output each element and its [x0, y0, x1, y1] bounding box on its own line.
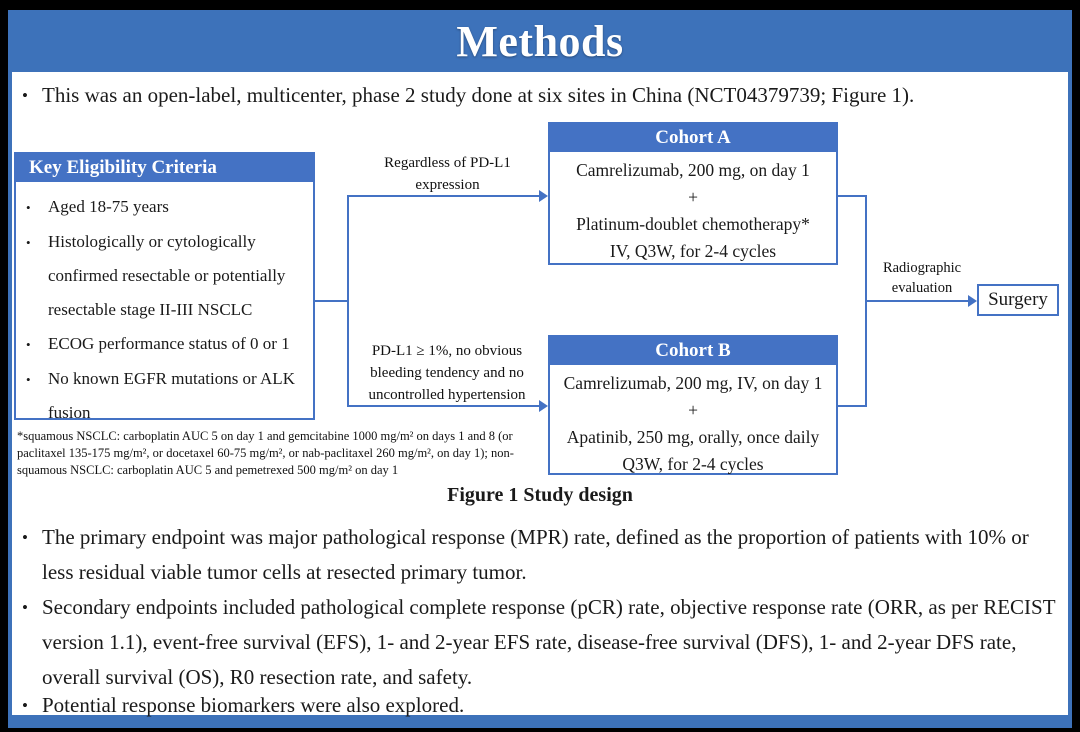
slide-border-right [1068, 72, 1072, 728]
cohort-a-body: Camrelizumab, 200 mg, on day 1 + Platinu… [550, 152, 836, 265]
eligibility-box: Key Eligibility Criteria • Aged 18-75 ye… [14, 152, 315, 422]
list-item: • Histologically or cytologically confir… [26, 225, 309, 327]
surgery-label: Surgery [988, 289, 1048, 310]
bullet-marker: • [22, 696, 28, 715]
connector-branch-vertical [347, 195, 349, 407]
bullet-marker: • [22, 528, 28, 547]
secondary-endpoints-text: Secondary endpoints included pathologica… [42, 595, 1056, 689]
connector-to-surgery [865, 300, 969, 302]
connector-to-cohort-b [347, 405, 540, 407]
connector-to-cohort-a [347, 195, 540, 197]
list-item: • Aged 18-75 years [26, 190, 309, 225]
slide-border-bottom [8, 715, 1072, 728]
bullet-marker: • [22, 598, 28, 617]
slide-border-left [8, 72, 12, 728]
eligibility-item-text: No known EGFR mutations or ALK fusion [48, 369, 295, 422]
cohort-a-header: Cohort A [550, 124, 836, 152]
radiographic-evaluation-label: Radiographic evaluation [882, 260, 962, 296]
figure-caption: Figure 1 Study design [447, 484, 633, 506]
primary-endpoint-bullet: • The primary endpoint was major patholo… [22, 520, 1064, 590]
bullet-marker: • [22, 86, 28, 105]
arrowhead-cohort-b [539, 400, 548, 412]
branch-top-label: Regardless of PD-L1 expression [384, 155, 511, 193]
arrowhead-cohort-a [539, 190, 548, 202]
eligibility-header: Key Eligibility Criteria [16, 154, 313, 182]
list-item: • No known EGFR mutations or ALK fusion [26, 362, 309, 430]
intro-bullet-text: This was an open-label, multicenter, pha… [42, 83, 915, 107]
cohort-b-body: Camrelizumab, 200 mg, IV, on day 1 + Apa… [550, 365, 836, 478]
connector-cohort-a-out [838, 195, 867, 197]
cohort-b-header: Cohort B [550, 337, 836, 365]
title-bar: Methods [8, 10, 1072, 72]
branch-bottom-label: PD-L1 ≥ 1%, no obvious bleeding tendency… [368, 343, 526, 403]
cohort-b-box: Cohort B Camrelizumab, 200 mg, IV, on da… [548, 335, 838, 475]
list-item: • ECOG performance status of 0 or 1 [26, 327, 309, 362]
arrowhead-surgery [968, 295, 977, 307]
secondary-endpoints-bullet: • Secondary endpoints included pathologi… [22, 590, 1064, 695]
bullet-marker: • [26, 372, 31, 387]
biomarkers-bullet: • Potential response biomarkers were als… [22, 688, 1064, 723]
biomarkers-text: Potential response biomarkers were also … [42, 693, 465, 717]
eligibility-item-text: ECOG performance status of 0 or 1 [48, 334, 290, 353]
connector-elig-out [315, 300, 349, 302]
cohort-a-box: Cohort A Camrelizumab, 200 mg, on day 1 … [548, 122, 838, 265]
cohort-a-line: IV, Q3W, for 2-4 cycles [609, 241, 777, 261]
intro-bullet: • This was an open-label, multicenter, p… [22, 78, 1052, 113]
primary-endpoint-text: The primary endpoint was major pathologi… [42, 525, 1029, 584]
bullet-marker: • [26, 235, 31, 250]
cohort-b-line: Apatinib, 250 mg, orally, once daily [566, 427, 820, 447]
eligibility-list: • Aged 18-75 years • Histologically or c… [16, 182, 313, 430]
bullet-marker: • [26, 200, 31, 215]
cohort-a-line: Camrelizumab, 200 mg, on day 1 [576, 160, 810, 180]
connector-cohort-b-out [838, 405, 867, 407]
cohort-a-line: + [688, 187, 698, 207]
cohort-b-line: + [688, 400, 698, 420]
cohort-b-line: Camrelizumab, 200 mg, IV, on day 1 [563, 373, 823, 393]
figure-footnote: *squamous NSCLC: carboplatin AUC 5 on da… [17, 429, 514, 477]
eligibility-item-text: Histologically or cytologically confirme… [48, 232, 286, 319]
surgery-box: Surgery [977, 284, 1059, 316]
page-title: Methods [456, 16, 624, 66]
cohort-a-line: Platinum-doublet chemotherapy* [576, 214, 810, 234]
cohort-b-line: Q3W, for 2-4 cycles [622, 454, 764, 474]
bullet-marker: • [26, 337, 31, 352]
eligibility-item-text: Aged 18-75 years [48, 197, 169, 216]
